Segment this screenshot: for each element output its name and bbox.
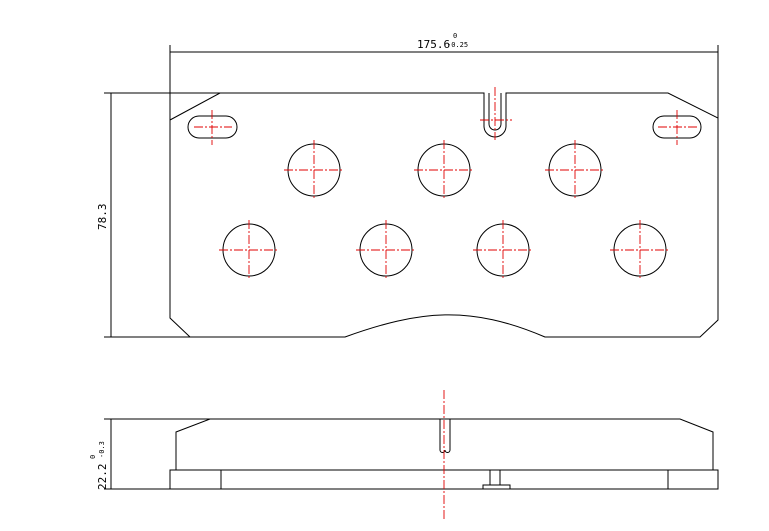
- height-dimension: 78.3: [96, 92, 220, 338]
- pad-outline: [169, 92, 719, 338]
- width-tol-upper: 0: [453, 32, 457, 40]
- thickness-value: 22.2: [96, 464, 109, 491]
- width-dimension: 175.6 0 -0.25: [169, 32, 719, 120]
- mount-hole-left: [187, 115, 238, 139]
- side-view: 22.2 0 -0.3: [89, 390, 719, 520]
- plan-view: 175.6 0 -0.25 78.3: [96, 32, 719, 338]
- width-tol-lower: -0.25: [447, 41, 468, 49]
- thickness-tol-lower: -0.3: [98, 441, 106, 458]
- center-groove: [439, 419, 451, 453]
- thickness-tol-upper: 0: [89, 455, 97, 459]
- friction-material: [175, 418, 714, 470]
- width-value: 175.6: [417, 38, 450, 51]
- height-value: 78.3: [96, 204, 109, 231]
- backing-rivet: [482, 470, 511, 489]
- centerlines: [194, 87, 697, 280]
- thickness-dimension: 22.2 0 -0.3: [89, 418, 210, 491]
- mount-hole-right: [652, 115, 702, 139]
